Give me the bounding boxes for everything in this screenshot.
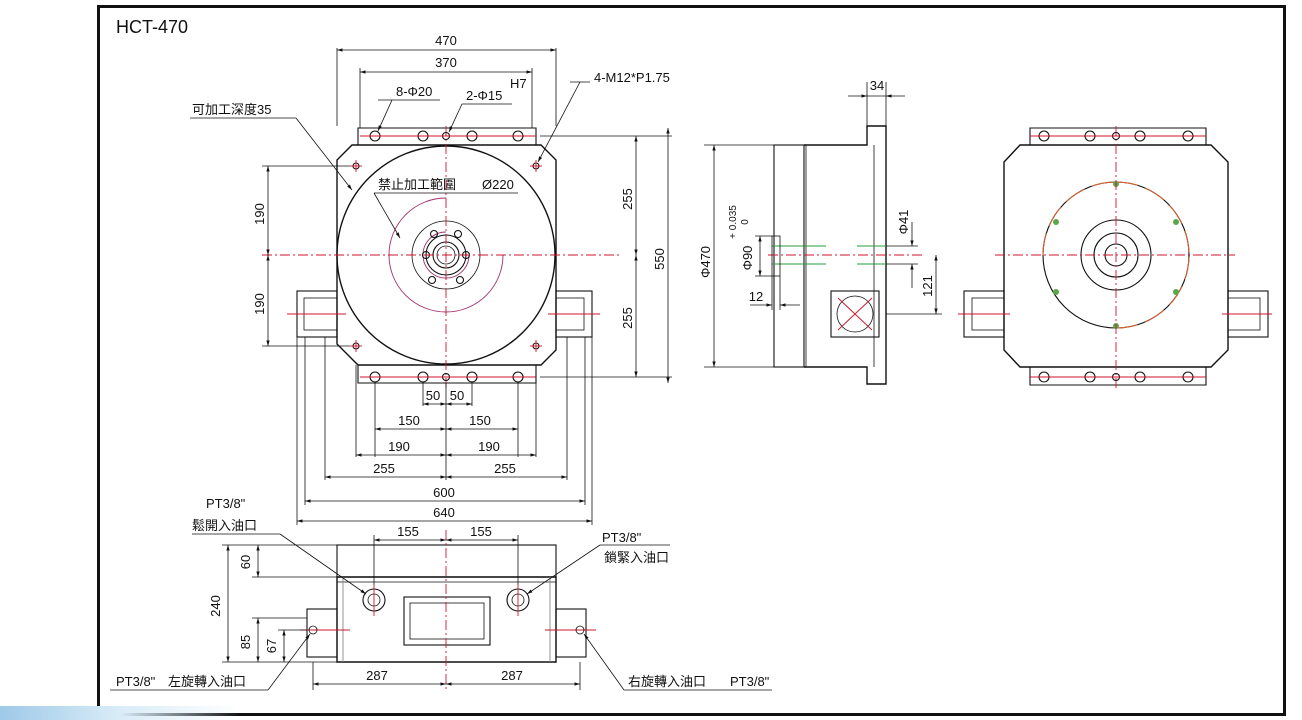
dim-b150-left: 150 [398, 413, 420, 428]
dim-b255-right: 255 [494, 461, 516, 476]
dim-left-190-bot: 190 [252, 293, 267, 315]
front-view: 155 155 60 240 85 67 287 287 PT3/8" 鬆開入油… [110, 496, 772, 691]
note-pt-right-bot: PT3/8" [730, 674, 770, 689]
dim-left-190-top: 190 [252, 203, 267, 225]
note-right-rotation-port: 右旋轉入油口 [628, 674, 706, 689]
dim-forbid-dia: Ø220 [482, 177, 514, 192]
dim-right-255-top: 255 [620, 188, 635, 210]
side-view: Φ470 34 Φ90 + 0.035 0 Φ41 121 12 [698, 78, 942, 385]
dim-60: 60 [238, 555, 253, 569]
top-view: 470 370 8-Φ20 2-Φ15 H7 4-M12*P1.75 可加工深度… [190, 33, 672, 525]
dim-f287-right: 287 [501, 668, 523, 683]
note-lock-port: 鎖緊入油口 [604, 550, 669, 565]
dim-85: 85 [238, 635, 253, 649]
dim-right-255-bot: 255 [620, 307, 635, 329]
dim-fit: H7 [510, 76, 527, 91]
dim-470: 470 [435, 33, 457, 48]
dim-b190-right: 190 [478, 439, 500, 454]
note-left-rotation-port: 左旋轉入油口 [168, 674, 246, 689]
dim-f287-left: 287 [366, 668, 388, 683]
dim-dia41: Φ41 [896, 210, 911, 235]
dim-f155-right: 155 [470, 524, 492, 539]
note-pt-left-top: PT3/8" [206, 496, 246, 511]
dim-b600: 600 [433, 485, 455, 500]
note-release-port: 鬆開入油口 [192, 518, 257, 533]
dim-b190-left: 190 [388, 439, 410, 454]
dim-67: 67 [264, 639, 279, 653]
drawing-frame [97, 5, 1286, 716]
dim-b640: 640 [433, 505, 455, 520]
note-pt-left-bot: PT3/8" [116, 674, 156, 689]
dim-tol-upper: + 0.035 [728, 205, 739, 239]
dim-dia90: Φ90 [740, 246, 755, 271]
note-depth: 可加工深度35 [192, 102, 271, 117]
dim-holes-8: 8-Φ20 [396, 84, 432, 99]
dim-121: 121 [920, 275, 935, 297]
dim-370: 370 [435, 55, 457, 70]
dim-b50-left: 50 [426, 388, 440, 403]
drawing-title: HCT-470 [116, 17, 188, 37]
dim-tap: 4-M12*P1.75 [594, 70, 670, 85]
dim-right-550: 550 [652, 248, 667, 270]
note-pt-right-top: PT3/8" [602, 530, 642, 545]
dim-34: 34 [870, 78, 884, 93]
dim-tol-lower: 0 [740, 219, 751, 225]
note-forbid: 禁止加工範圍 [378, 177, 456, 192]
dim-b150-right: 150 [469, 413, 491, 428]
background-accent [0, 706, 240, 720]
dim-12: 12 [749, 289, 763, 304]
dim-b255-left: 255 [373, 461, 395, 476]
dim-b50-right: 50 [450, 388, 464, 403]
bottom-view [958, 126, 1272, 390]
dim-f155-left: 155 [397, 524, 419, 539]
dim-dia470: Φ470 [698, 246, 713, 278]
dim-holes-2: 2-Φ15 [466, 88, 502, 103]
dim-240: 240 [208, 595, 223, 617]
